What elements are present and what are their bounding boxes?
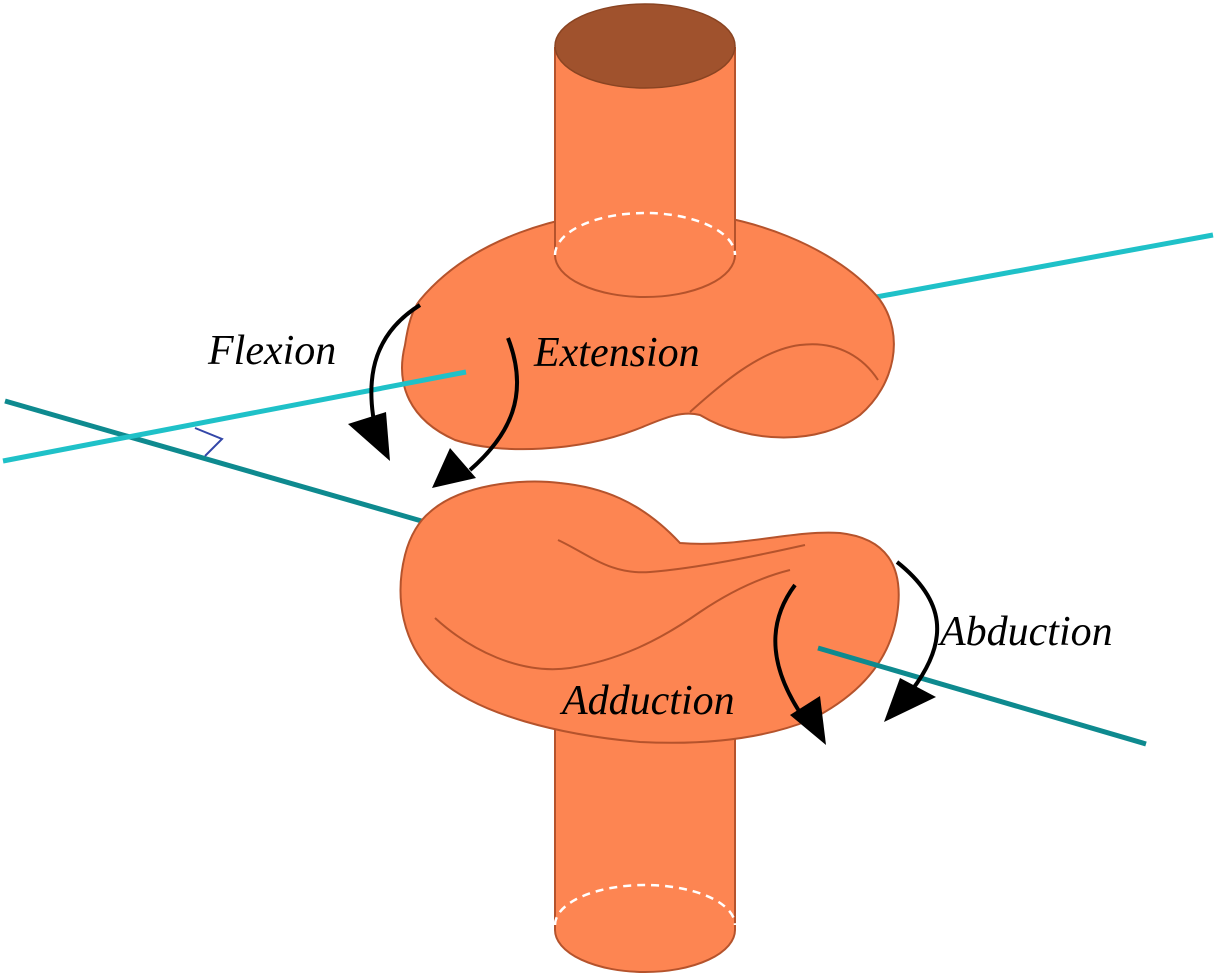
- upper-saddle-ridge: [689, 343, 879, 413]
- extension-label: Extension: [533, 330, 700, 376]
- lower-bone: [553, 699, 737, 973]
- adduction-arrow: [773, 583, 826, 745]
- adduction-label: Adduction: [559, 678, 735, 724]
- abduction-axis-left: [4, 398, 426, 525]
- lower-saddle-surface: [399, 480, 900, 744]
- flexion-axis-right: [859, 232, 1214, 303]
- upper-bone-top-cap: [554, 3, 736, 89]
- lower-bone-hidden-edge: [553, 883, 737, 926]
- abduction-label: Abduction: [937, 609, 1113, 655]
- upper-bone: [553, 3, 737, 298]
- upper-bone-hidden-edge: [553, 211, 737, 256]
- lower-saddle-curve: [434, 569, 791, 671]
- flexion-label: Flexion: [207, 328, 336, 374]
- extension-arrow: [432, 337, 520, 488]
- abduction-arrow: [884, 560, 940, 722]
- flexion-axis-left: [2, 369, 467, 464]
- flexion-arrow: [348, 303, 422, 461]
- lower-saddle-ridge: [557, 539, 806, 574]
- right-angle-mark: [194, 427, 224, 457]
- abduction-axis-right: [817, 645, 1147, 747]
